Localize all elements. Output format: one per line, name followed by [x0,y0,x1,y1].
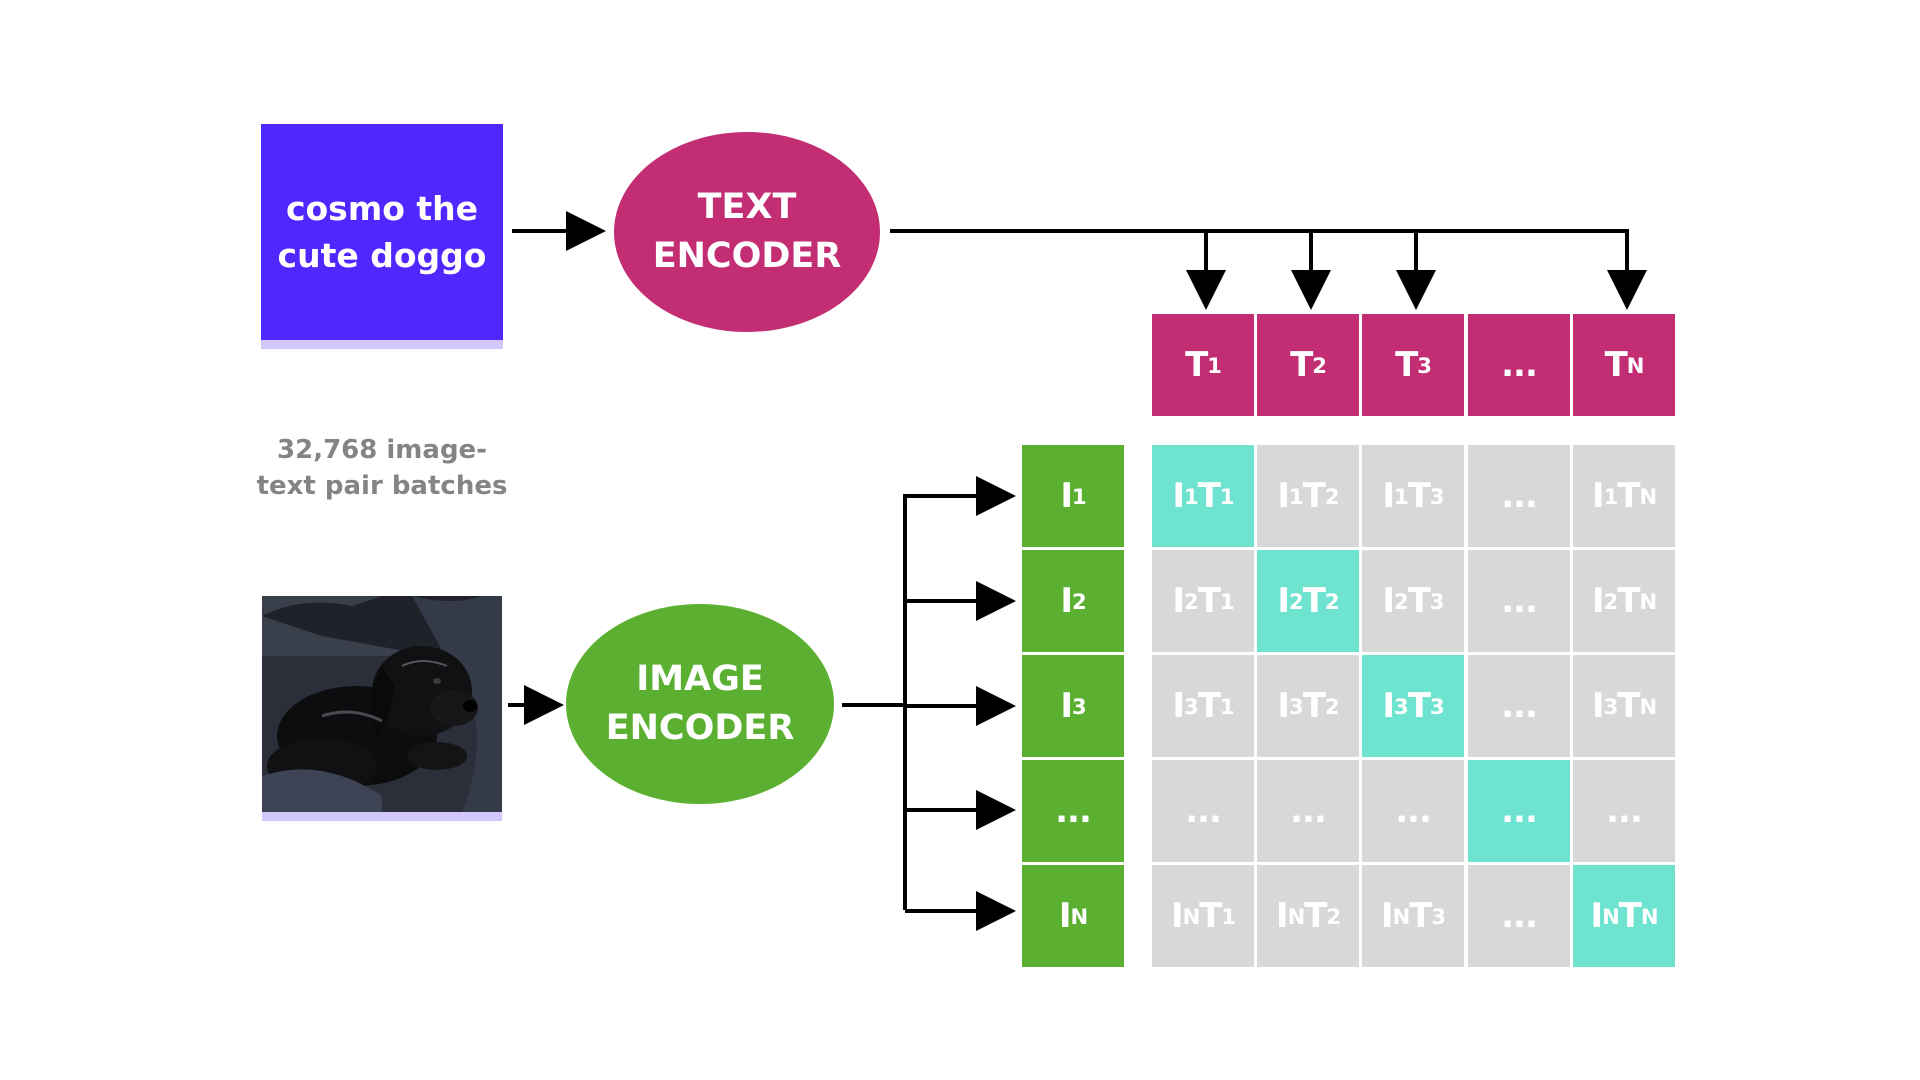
matrix-cell: ... [1152,760,1254,862]
matrix-cell: ... [1468,865,1570,967]
text-input-shadow [261,340,503,349]
batch-caption-line-2: text pair batches [256,471,508,501]
text-input-line-2: cute doggo [277,236,487,275]
batch-caption-line-1: 32,768 image- [277,435,487,465]
text-encoder-bus [890,229,1647,310]
image-encoder: IMAGE ENCODER [566,604,834,804]
matrix-cell: ... [1573,760,1675,862]
text-encoder-line-2: ENCODER [652,236,842,276]
batch-caption: 32,768 image- text pair batches [236,432,528,504]
text-encoder: TEXT ENCODER [614,132,880,332]
matrix-cell-diagonal: ... [1468,760,1570,862]
black-puppy-photo [262,596,502,812]
matrix-cell: ... [1362,760,1464,862]
matrix-cell: ... [1468,445,1570,547]
image-encoder-line-2: ENCODER [605,708,795,748]
image-embedding-cell: ... [1022,760,1124,862]
image-input-shadow [262,812,502,821]
text-input-line-1: cosmo the [285,189,479,228]
image-encoder-line-1: IMAGE [636,659,764,699]
matrix-cell: ... [1468,550,1570,652]
matrix-cell: ... [1468,655,1570,757]
matrix-cell: ... [1257,760,1359,862]
text-input-box: cosmo the cute doggo [261,124,503,340]
text-embedding-cell: ... [1468,314,1570,416]
text-encoder-line-1: TEXT [697,187,797,227]
